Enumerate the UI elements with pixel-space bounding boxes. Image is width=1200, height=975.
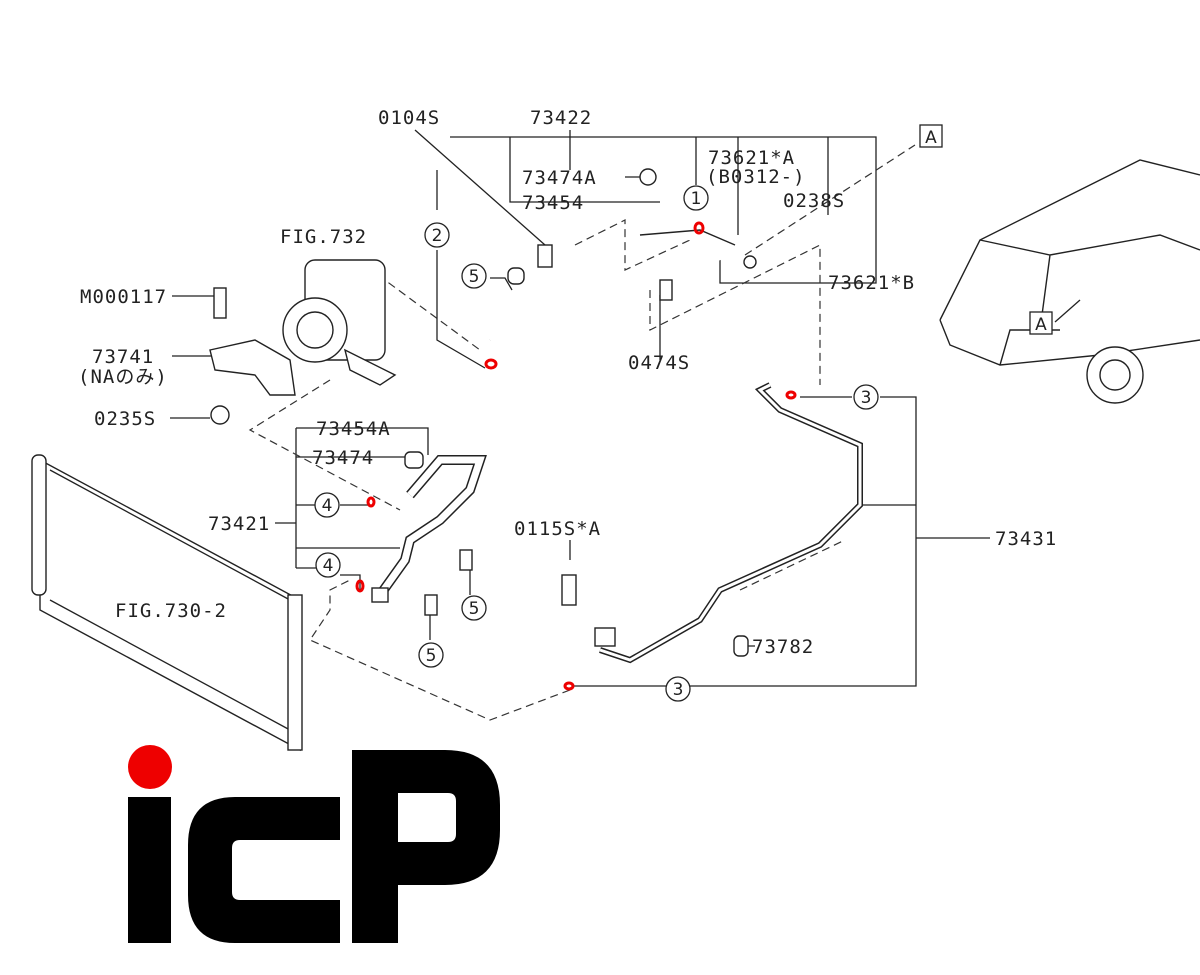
label-0235s: 0235S xyxy=(94,408,156,430)
callout-5: 5 xyxy=(461,263,487,289)
callout-4: 4 xyxy=(314,492,340,518)
label-fig-730-2: FIG.730-2 xyxy=(115,600,227,622)
callouts: 1 2 5 3 4 4 5 5 3 xyxy=(314,185,879,702)
svg-text:A: A xyxy=(925,128,937,148)
callout-5: 5 xyxy=(418,642,444,668)
label-fig-732: FIG.732 xyxy=(280,226,367,248)
label-0104s: 0104S xyxy=(378,107,440,129)
svg-text:3: 3 xyxy=(861,388,872,408)
label-73782: 73782 xyxy=(752,636,814,658)
label-73431: 73431 xyxy=(995,528,1057,550)
dashed-guides xyxy=(248,144,916,721)
label-73421: 73421 xyxy=(208,513,270,535)
ref-box-a-vehicle: A xyxy=(1029,311,1053,335)
label-73741: 73741 xyxy=(92,346,154,368)
bracket-73741 xyxy=(209,287,296,425)
pipe-73431 xyxy=(561,382,863,664)
hose-discharge xyxy=(371,451,487,616)
compressor xyxy=(282,259,397,386)
callout-5: 5 xyxy=(461,595,487,621)
svg-text:5: 5 xyxy=(426,646,437,666)
label-73621a: 73621*A xyxy=(708,147,795,169)
svg-text:5: 5 xyxy=(469,267,480,287)
hose-suction xyxy=(488,168,757,342)
label-73474a: 73474A xyxy=(522,167,597,189)
part-labels: 0104S 73422 73474A 73454 73621*A (B0312-… xyxy=(78,107,1057,658)
svg-text:4: 4 xyxy=(323,556,334,576)
label-0238s: 0238S xyxy=(783,190,845,212)
label-73454a: 73454A xyxy=(316,418,391,440)
vehicle-illustration xyxy=(939,159,1200,404)
icp-logo xyxy=(128,745,500,943)
ref-box-a: A xyxy=(919,124,943,148)
label-m000117: M000117 xyxy=(80,286,167,308)
condenser xyxy=(31,454,303,752)
callout-1: 1 xyxy=(683,185,709,211)
label-73621a-note: (B0312-) xyxy=(706,166,806,188)
label-0474s: 0474S xyxy=(628,352,690,374)
leader-lines xyxy=(170,129,1081,687)
callout-3: 3 xyxy=(665,676,691,702)
label-73454: 73454 xyxy=(522,192,584,214)
label-73741-note: (NAのみ) xyxy=(78,366,168,388)
callout-4: 4 xyxy=(315,552,341,578)
label-73422: 73422 xyxy=(530,107,592,129)
callout-2: 2 xyxy=(424,222,450,248)
label-73621b: 73621*B xyxy=(828,272,915,294)
svg-text:3: 3 xyxy=(673,680,684,700)
svg-text:5: 5 xyxy=(469,599,480,619)
svg-text:1: 1 xyxy=(691,189,702,209)
svg-text:4: 4 xyxy=(322,496,333,516)
label-0115s-a: 0115S*A xyxy=(514,518,601,540)
svg-text:A: A xyxy=(1035,315,1047,335)
label-73474: 73474 xyxy=(312,447,374,469)
callout-3: 3 xyxy=(853,384,879,410)
o-ring-highlights xyxy=(355,221,797,691)
svg-text:2: 2 xyxy=(432,226,443,246)
